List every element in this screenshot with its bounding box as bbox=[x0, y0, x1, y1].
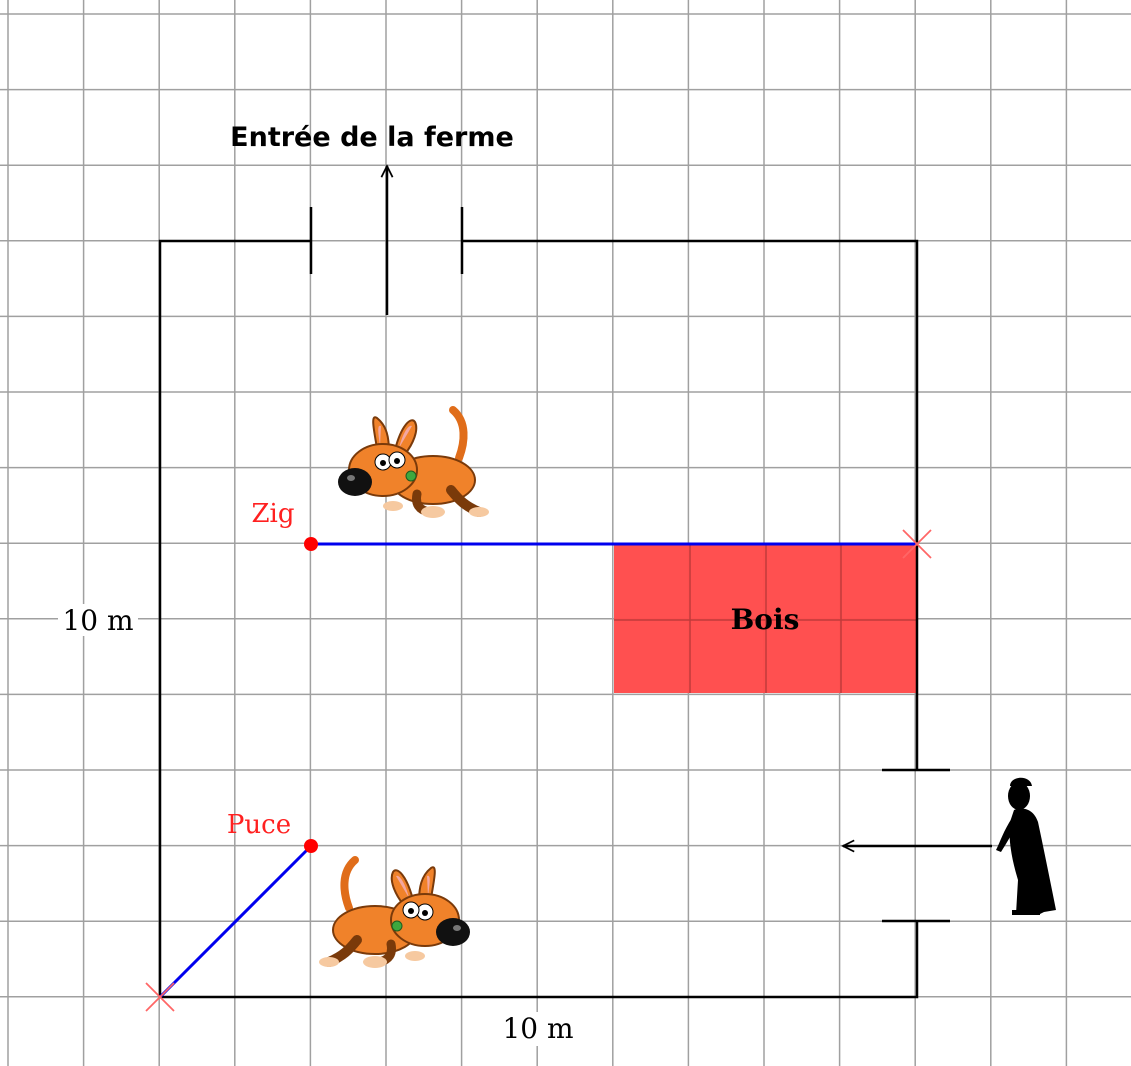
cross-corner-marker bbox=[145, 982, 175, 1012]
dog-icon bbox=[338, 406, 489, 518]
puce-leash bbox=[158, 844, 313, 999]
dog-icon bbox=[319, 856, 470, 968]
person-silhouette-icon bbox=[996, 777, 1056, 915]
wood-grid-overlay bbox=[614, 545, 917, 693]
width-label: 10 m bbox=[502, 1012, 573, 1045]
zig-label: Zig bbox=[251, 499, 294, 529]
entrance-label: Entrée de la ferme bbox=[230, 122, 514, 153]
height-dimension: 10 m bbox=[58, 604, 138, 637]
puce-label: Puce bbox=[227, 810, 291, 840]
fence-right-top bbox=[462, 239, 919, 770]
zig-point bbox=[304, 537, 318, 551]
cross-right-marker bbox=[902, 529, 932, 559]
wood-label: Bois bbox=[731, 603, 800, 636]
width-dimension: 10 m bbox=[496, 1012, 580, 1046]
puce-point bbox=[304, 839, 318, 853]
height-label: 10 m bbox=[62, 604, 133, 637]
